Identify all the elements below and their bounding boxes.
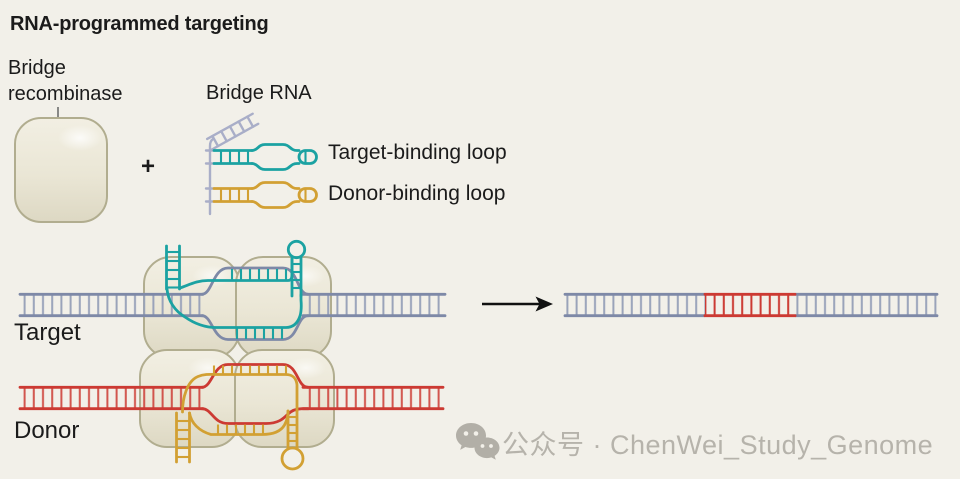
product-dna [563, 292, 939, 318]
target-loop-in-complex [165, 239, 307, 339]
watermark-text: 公众号 · ChenWei_Study_Genome [502, 430, 934, 460]
target-loop-ladder [165, 244, 181, 291]
bridge-rna-structure [204, 112, 318, 216]
donor-loop-ladder [175, 411, 191, 464]
bridge-recombinase-label: Bridge recombinase [8, 57, 123, 105]
target-label: Target [14, 319, 81, 346]
figure-title: RNA-programmed targeting [10, 13, 269, 35]
plus-sign: + [141, 153, 156, 180]
donor-dna [18, 363, 445, 425]
donor-binding-loop-shape [212, 181, 318, 209]
inserted-donor-segment [703, 292, 797, 318]
bridge-recombinase-protein [14, 107, 108, 223]
donor-label: Donor [14, 417, 80, 444]
bridge-rna-label: Bridge RNA [206, 82, 312, 104]
donor-loop-in-complex [175, 365, 305, 471]
synaptic-complex-proteins [139, 256, 335, 448]
donor-binding-loop-label: Donor-binding loop [328, 182, 506, 205]
target-loop-hairpin [286, 239, 307, 298]
target-binding-loop-label: Target-binding loop [328, 141, 507, 164]
donor-loop-hairpin [280, 409, 305, 471]
target-binding-loop-shape [212, 143, 318, 171]
wechat-icon [456, 423, 500, 460]
target-dna [18, 266, 447, 341]
reaction-arrow [482, 296, 553, 312]
